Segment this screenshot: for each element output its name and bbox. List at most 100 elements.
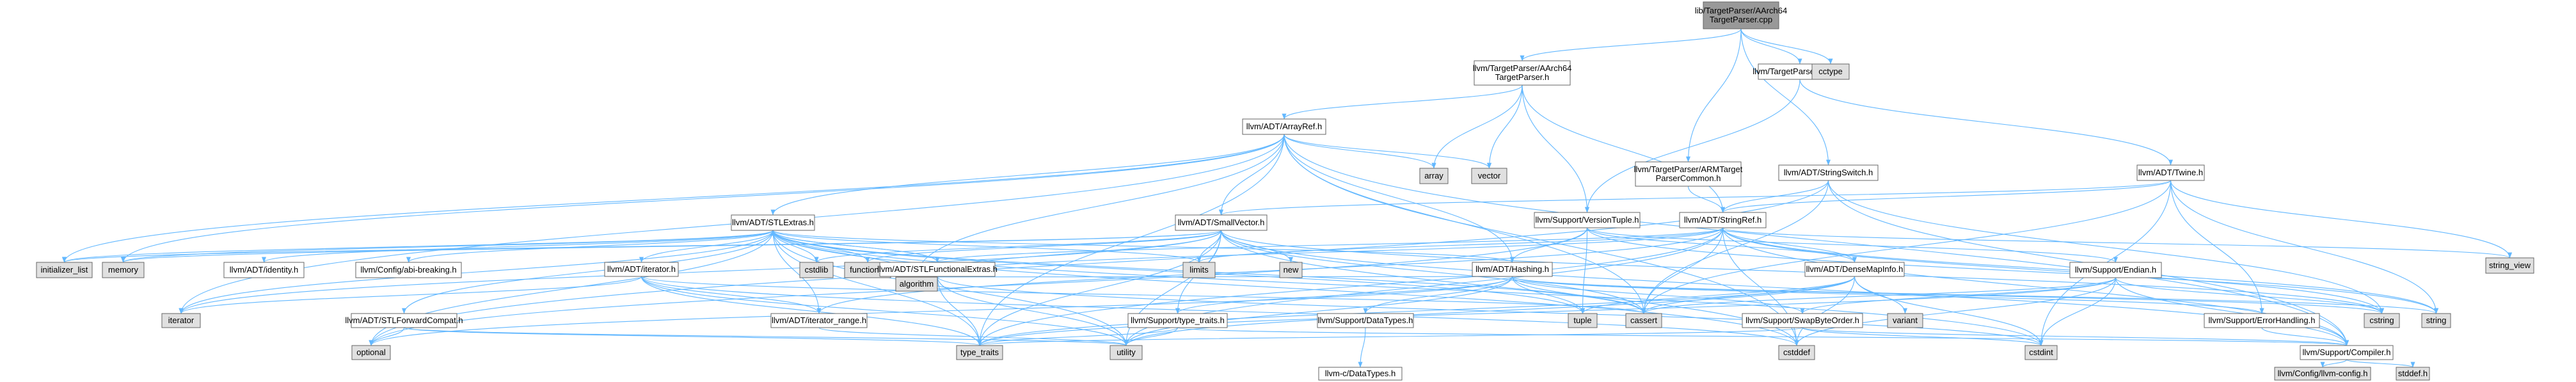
edge-stlextras-to-limits (772, 230, 1202, 263)
node-iteratorh[interactable]: llvm/ADT/iterator.h (604, 262, 679, 277)
node-string-label: string (2426, 315, 2447, 325)
node-endian-box (2069, 262, 2162, 278)
node-iterator-label: iterator (168, 315, 195, 325)
node-initlist-label: initializer_list (41, 265, 88, 275)
node-algorithm-box (895, 276, 938, 292)
edge-hashing-to-cassert (1511, 276, 1646, 314)
edge-triple-to-versiontuple (1585, 79, 1801, 213)
edge-aarch64tp-to-versiontuple (1522, 84, 1590, 213)
node-stlextras[interactable]: llvm/ADT/STLExtras.h (731, 214, 815, 231)
edge-densemapinfo-to-typetraits (977, 276, 1856, 346)
node-iterrange-box (770, 313, 868, 328)
node-limits-label: limits (1189, 265, 1209, 275)
node-initlist-box (36, 262, 93, 278)
node-stlforward[interactable]: llvm/ADT/STLForwardCompat.h (345, 313, 463, 328)
node-identity[interactable]: llvm/ADT/identity.h (223, 262, 305, 278)
node-endian[interactable]: llvm/Support/Endian.h (2069, 262, 2162, 278)
node-cdatatypes[interactable]: llvm-c/DataTypes.h (1318, 367, 1403, 381)
node-compiler[interactable]: llvm/Support/Compiler.h (2300, 345, 2394, 360)
node-abibreaking[interactable]: llvm/Config/abi-breaking.h (355, 262, 462, 278)
edge-stringref-to-limits (1197, 227, 1724, 263)
edge-stlfuncextras-to-cstdint (937, 276, 2044, 346)
edge-arrayref-to-algorithm (914, 134, 1285, 278)
edge-stringref-to-algorithm (914, 227, 1724, 278)
node-densemapinfo[interactable]: llvm/ADT/DenseMapInfo.h (1804, 262, 1905, 277)
node-iterrange[interactable]: llvm/ADT/iterator_range.h (770, 313, 868, 328)
edge-root-to-cctype (1740, 28, 1833, 65)
node-cstring-box (2364, 313, 2400, 328)
node-stringview: string_view (2485, 257, 2534, 274)
edges-layer (62, 28, 2512, 368)
edge-hashing-to-optional (369, 276, 1513, 346)
edge-aarch64tp-to-stringref (1522, 84, 1725, 213)
node-stddef-box (2396, 367, 2430, 381)
node-cctype-label: cctype (1818, 67, 1843, 76)
node-stringview-box (2485, 257, 2534, 274)
node-versiontuple[interactable]: llvm/Support/VersionTuple.h (1534, 212, 1641, 228)
edge-smallvector-to-iterator (179, 230, 1222, 314)
node-endian-label: llvm/Support/Endian.h (2075, 265, 2156, 275)
node-limits-box (1182, 262, 1216, 278)
edge-typetraitsh-to-typetraits (977, 327, 1179, 346)
edge-endian-to-typetraits (977, 277, 2117, 346)
node-stlfuncextras-box (879, 262, 996, 277)
node-cstdint-box (2024, 345, 2058, 360)
edge-densemapinfo-to-cstddef (1794, 276, 1856, 346)
node-cassert-box (1625, 313, 1662, 328)
node-memory-label: memory (108, 265, 138, 275)
node-variant-box (1887, 313, 1923, 328)
node-hashing-box (1472, 262, 1553, 277)
node-cdatatypes-box (1318, 367, 1403, 381)
node-abibreaking-label: llvm/Config/abi-breaking.h (360, 265, 456, 275)
node-string-box (2421, 313, 2451, 328)
node-stlextras-label: llvm/ADT/STLExtras.h (732, 218, 814, 227)
node-identity-label: llvm/ADT/identity.h (230, 265, 298, 275)
edge-smallvector-to-cassert (1220, 230, 1646, 314)
node-memory: memory (102, 262, 145, 278)
node-compiler-label: llvm/Support/Compiler.h (2303, 347, 2391, 357)
node-array-label: array (1424, 171, 1443, 180)
node-armcommon[interactable]: llvm/TargetParser/ARMTargetParserCommon.… (1634, 161, 1743, 187)
node-datatypes[interactable]: llvm/Support/DataTypes.h (1317, 313, 1414, 328)
edge-stlextras-to-iterator (179, 230, 774, 314)
edge-endian-to-cassert (1641, 277, 2117, 314)
node-iterrange-label: llvm/ADT/iterator_range.h (772, 315, 866, 325)
node-cstring-label: cstring (2369, 315, 2394, 325)
node-errorhandling[interactable]: llvm/Support/ErrorHandling.h (2204, 313, 2320, 328)
node-optional: optional (351, 345, 391, 360)
node-stringswitch[interactable]: llvm/ADT/StringSwitch.h (1778, 164, 1879, 181)
edge-hashing-to-errorhandling (1511, 276, 2264, 314)
node-armcommon-label: ParserCommon.h (1656, 173, 1721, 183)
node-arrayref[interactable]: llvm/ADT/ArrayRef.h (1242, 118, 1326, 135)
node-cctype: cctype (1811, 63, 1850, 80)
node-swapbyteorder[interactable]: llvm/Support/SwapByteOrder.h (1742, 313, 1863, 328)
node-twine-label: llvm/ADT/Twine.h (2138, 168, 2203, 177)
edge-datatypes-to-cdatatypes (1358, 327, 1366, 368)
edge-compiler-to-llvmconfig (2320, 359, 2348, 368)
edge-arrayref-to-typetraits (977, 134, 1285, 346)
edge-iteratorh-to-iterrange (640, 276, 822, 314)
node-llvmconfig-box (2274, 367, 2371, 381)
node-smallvector[interactable]: llvm/ADT/SmallVector.h (1175, 214, 1268, 231)
node-hashing[interactable]: llvm/ADT/Hashing.h (1472, 262, 1553, 277)
node-twine[interactable]: llvm/ADT/Twine.h (2136, 164, 2205, 181)
edge-aarch64tp-to-vector (1486, 84, 1523, 169)
node-typetraitsh[interactable]: llvm/Support/type_traits.h (1127, 313, 1228, 328)
edge-stringref-to-typetraits (977, 227, 1724, 346)
edge-stlfuncextras-to-stlextras (770, 230, 938, 263)
edge-stringref-to-cstring (1722, 227, 2384, 314)
node-stringref[interactable]: llvm/ADT/StringRef.h (1679, 212, 1767, 228)
node-stlfuncextras[interactable]: llvm/ADT/STLFunctionalExtras.h (877, 262, 998, 277)
edge-iteratorh-to-utility (640, 276, 1129, 346)
edge-stringref-to-densemapinfo (1722, 227, 1857, 263)
edge-arrayref-to-vector (1284, 134, 1491, 169)
node-stlfuncextras-label: llvm/ADT/STLFunctionalExtras.h (877, 264, 998, 274)
node-densemapinfo-box (1804, 262, 1905, 277)
edge-stlextras-to-hashing (772, 230, 1515, 263)
edge-twine-to-errorhandling (2170, 180, 2264, 314)
node-vector: vector (1471, 168, 1507, 184)
node-stlextras-box (731, 214, 815, 231)
edge-triple-to-twine (1799, 79, 2173, 166)
